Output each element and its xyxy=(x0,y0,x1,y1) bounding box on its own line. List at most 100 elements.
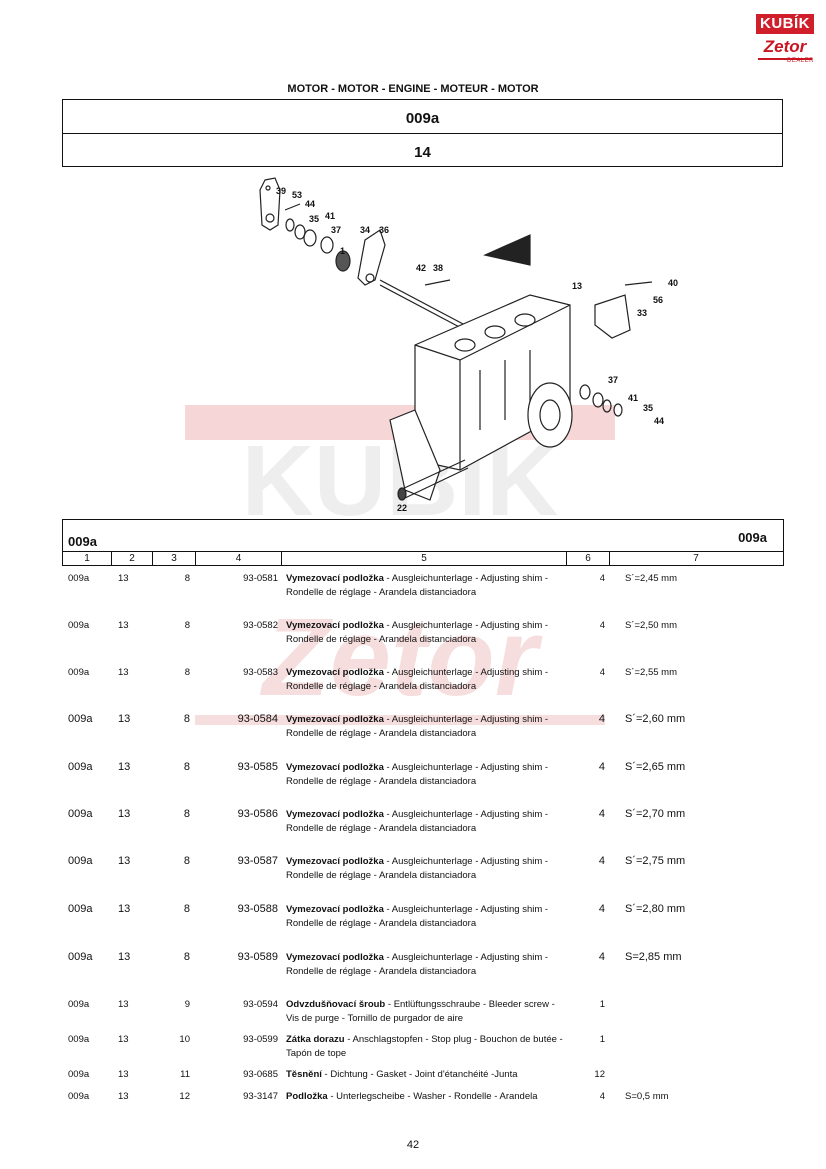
logo-brand: KUBÍK xyxy=(756,14,814,34)
cell-quantity: 4 xyxy=(598,951,605,963)
callout-38: 38 xyxy=(433,263,443,273)
col-2: 2 xyxy=(112,552,153,566)
cell-note: S´=2,75 mm xyxy=(625,855,686,867)
cell-quantity: 1 xyxy=(599,1034,605,1045)
cell-sheet: 13 xyxy=(118,761,131,773)
cell-group: 009a xyxy=(68,713,93,725)
callout-37: 37 xyxy=(331,225,341,235)
col-4: 4 xyxy=(196,552,282,566)
kubik-zetor-logo: KUBÍK Zetor DEALER xyxy=(756,14,814,66)
callout-1: 1 xyxy=(340,246,345,256)
callout-44: 44 xyxy=(305,199,315,209)
cell-group: 009a xyxy=(68,1091,90,1102)
group-code: 009a xyxy=(63,100,782,134)
cell-position: 8 xyxy=(184,667,190,678)
callout-41b: 41 xyxy=(628,393,638,403)
cell-part-number: 93-0586 xyxy=(237,808,278,820)
cell-description: Zátka dorazu - Anschlagstopfen - Stop pl… xyxy=(286,1034,563,1059)
cell-note: S´=2,65 mm xyxy=(625,761,686,773)
cell-description: Těsnění - Dichtung - Gasket - Joint d'ét… xyxy=(286,1069,518,1080)
column-numbers: 1 2 3 4 5 6 7 xyxy=(63,551,783,566)
cell-quantity: 4 xyxy=(598,855,605,867)
cell-part-number: 93-0581 xyxy=(243,573,278,584)
cell-note: S=2,85 mm xyxy=(625,951,682,963)
cell-note: S´=2,50 mm xyxy=(625,620,678,631)
cell-position: 12 xyxy=(179,1091,190,1102)
cell-part-number: 93-0587 xyxy=(237,855,278,867)
callout-40: 40 xyxy=(668,278,678,288)
cell-quantity: 4 xyxy=(598,808,605,820)
sheet-number: 14 xyxy=(414,144,431,161)
callout-33: 33 xyxy=(637,308,647,318)
cell-position: 8 xyxy=(183,903,190,915)
section-title: MOTOR - MOTOR - ENGINE - MOTEUR - MOTOR xyxy=(287,83,539,95)
callout-44b: 44 xyxy=(654,416,664,426)
cell-group: 009a xyxy=(68,999,90,1010)
cell-position: 8 xyxy=(183,761,190,773)
cell-part-number: 93-0588 xyxy=(237,903,278,915)
cell-part-number: 93-0583 xyxy=(243,667,278,678)
cell-sheet: 13 xyxy=(118,1091,129,1102)
cell-position: 11 xyxy=(180,1069,190,1080)
cell-quantity: 4 xyxy=(598,713,605,725)
col-1: 1 xyxy=(63,552,112,566)
cell-sheet: 13 xyxy=(118,620,129,631)
callout-42: 42 xyxy=(416,263,426,273)
cell-part-number: 93-0589 xyxy=(237,951,278,963)
cell-sheet: 13 xyxy=(118,1069,129,1080)
cell-group: 009a xyxy=(68,667,90,678)
cell-quantity: 1 xyxy=(599,999,605,1010)
cell-group: 009a xyxy=(68,620,90,631)
cell-quantity: 12 xyxy=(594,1069,605,1080)
cell-position: 9 xyxy=(184,999,190,1010)
cell-part-number: 93-0599 xyxy=(243,1034,278,1045)
cell-sheet: 13 xyxy=(118,667,129,678)
table-code-right: 009a xyxy=(738,530,767,545)
cell-position: 8 xyxy=(183,951,190,963)
cell-part-number: 93-3147 xyxy=(243,1091,278,1102)
cell-part-number: 93-0584 xyxy=(237,713,278,725)
cell-position: 8 xyxy=(184,573,190,584)
cell-sheet: 13 xyxy=(118,903,131,915)
cell-part-number: 93-0594 xyxy=(243,999,278,1010)
cell-note: S´=2,80 mm xyxy=(625,903,686,915)
cell-group: 009a xyxy=(68,1069,90,1080)
callout-56: 56 xyxy=(653,295,663,305)
cell-position: 8 xyxy=(184,620,190,631)
col-7: 7 xyxy=(693,553,699,564)
page-number: 42 xyxy=(406,1139,420,1151)
callout-39: 39 xyxy=(276,186,286,196)
cell-group: 009a xyxy=(68,808,93,820)
callout-22: 22 xyxy=(397,503,407,513)
logo-dealer: DEALER xyxy=(786,58,814,64)
svg-text:Zetor: Zetor xyxy=(260,596,543,719)
cell-position: 8 xyxy=(183,808,190,820)
cell-group: 009a xyxy=(68,855,93,867)
cell-sheet: 13 xyxy=(118,573,129,584)
cell-quantity: 4 xyxy=(599,573,605,584)
header-box: 009a 14 xyxy=(62,99,783,167)
callout-53: 53 xyxy=(292,190,302,200)
cell-description: Podložka - Unterlegscheibe - Washer - Ro… xyxy=(286,1091,538,1102)
col-5: 5 xyxy=(282,552,567,566)
cell-sheet: 13 xyxy=(118,855,131,867)
cell-quantity: 4 xyxy=(599,1091,605,1102)
cell-part-number: 93-0685 xyxy=(243,1069,278,1080)
cell-description: Vymezovací podložka - Ausgleichunterlage… xyxy=(286,620,549,645)
cell-description: Odvzdušňovací šroub - Entlüftungsschraub… xyxy=(286,999,555,1024)
cell-part-number: 93-0585 xyxy=(237,761,278,773)
exploded-parts-diagram: 39 53 44 35 41 37 34 36 1 42 38 13 40 56… xyxy=(259,177,678,513)
table-code-left: 009a xyxy=(68,534,97,549)
cell-sheet: 13 xyxy=(118,1034,129,1045)
cell-description: Vymezovací podložka - Ausgleichunterlage… xyxy=(286,809,549,834)
cell-group: 009a xyxy=(68,1034,90,1045)
cell-description: Vymezovací podložka - Ausgleichunterlage… xyxy=(286,856,549,881)
callout-35: 35 xyxy=(309,214,319,224)
cell-position: 8 xyxy=(183,713,190,725)
cell-note: S=0,5 mm xyxy=(625,1091,669,1102)
cell-description: Vymezovací podložka - Ausgleichunterlage… xyxy=(286,573,549,598)
cell-group: 009a xyxy=(68,951,93,963)
callout-37b: 37 xyxy=(608,375,618,385)
cell-sheet: 13 xyxy=(118,713,131,725)
parts-table-header: 009a 009a 1 2 3 4 5 6 7 xyxy=(62,519,784,566)
